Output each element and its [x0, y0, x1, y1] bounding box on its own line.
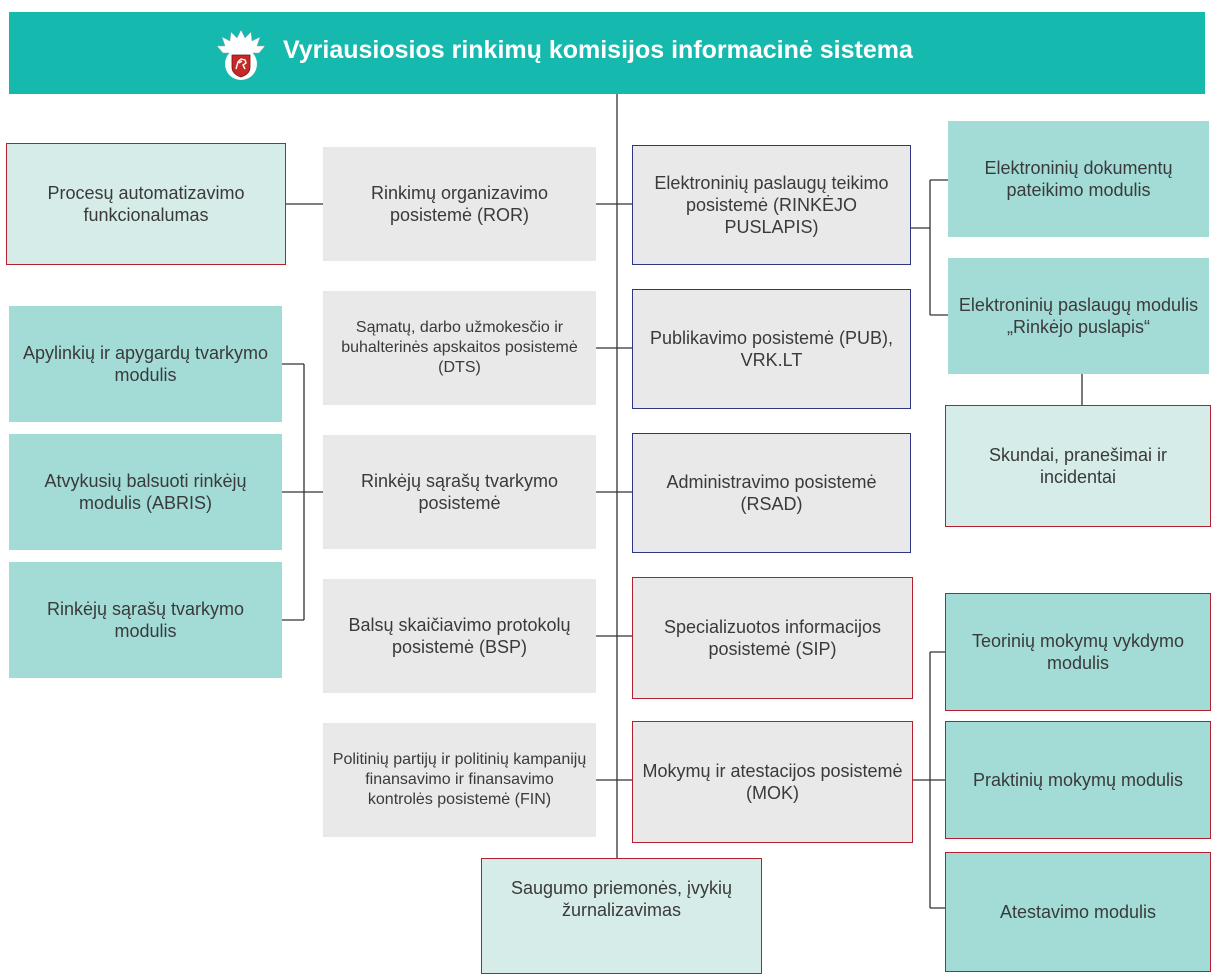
fin-subsystem-box: Politinių partijų ir politinių kampanijų…: [323, 723, 596, 837]
header-bar: Vyriausiosios rinkimų komisijos informac…: [9, 12, 1205, 94]
abris-module-box: Atvykusių balsuoti rinkėjų modulis (ABRI…: [9, 434, 282, 550]
e-documents-module-box: Elektroninių dokumentų pateikimo modulis: [948, 121, 1209, 237]
theoretical-training-module-box: Teorinių mokymų vykdymo modulis: [945, 593, 1211, 711]
header-title: Vyriausiosios rinkimų komisijos informac…: [283, 36, 913, 64]
complaints-box: Skundai, pranešimai ir incidentai: [945, 405, 1211, 527]
practical-training-module-box: Praktinių mokymų modulis: [945, 721, 1211, 839]
pub-subsystem-box: Publikavimo posistemė (PUB), VRK.LT: [632, 289, 911, 409]
vrk-emblem-icon: [216, 29, 266, 80]
sip-subsystem-box: Specializuotos informacijos posistemė (S…: [632, 577, 913, 699]
e-services-module-box: Elektroninių paslaugų modulis „Rinkėjo p…: [948, 258, 1209, 374]
voter-lists-subsystem-box: Rinkėjų sąrašų tvarkymo posistemė: [323, 435, 596, 549]
rsad-subsystem-box: Administravimo posistemė (RSAD): [632, 433, 911, 553]
mok-subsystem-box: Mokymų ir atestacijos posistemė (MOK): [632, 721, 913, 843]
districts-module-box: Apylinkių ir apygardų tvarkymo modulis: [9, 306, 282, 422]
process-automation-box: Procesų automatizavimo funkcionalumas: [6, 143, 286, 265]
dts-subsystem-box: Sąmatų, darbo užmokesčio ir buhalterinės…: [323, 291, 596, 405]
voter-lists-module-box: Rinkėjų sąrašų tvarkymo modulis: [9, 562, 282, 678]
bsp-subsystem-box: Balsų skaičiavimo protokolų posistemė (B…: [323, 579, 596, 693]
e-services-subsystem-box: Elektroninių paslaugų teikimo posistemė …: [632, 145, 911, 265]
attestation-module-box: Atestavimo modulis: [945, 852, 1211, 972]
security-box: Saugumo priemonės, įvykių žurnalizavimas: [481, 858, 762, 974]
ror-subsystem-box: Rinkimų organizavimo posistemė (ROR): [323, 147, 596, 261]
